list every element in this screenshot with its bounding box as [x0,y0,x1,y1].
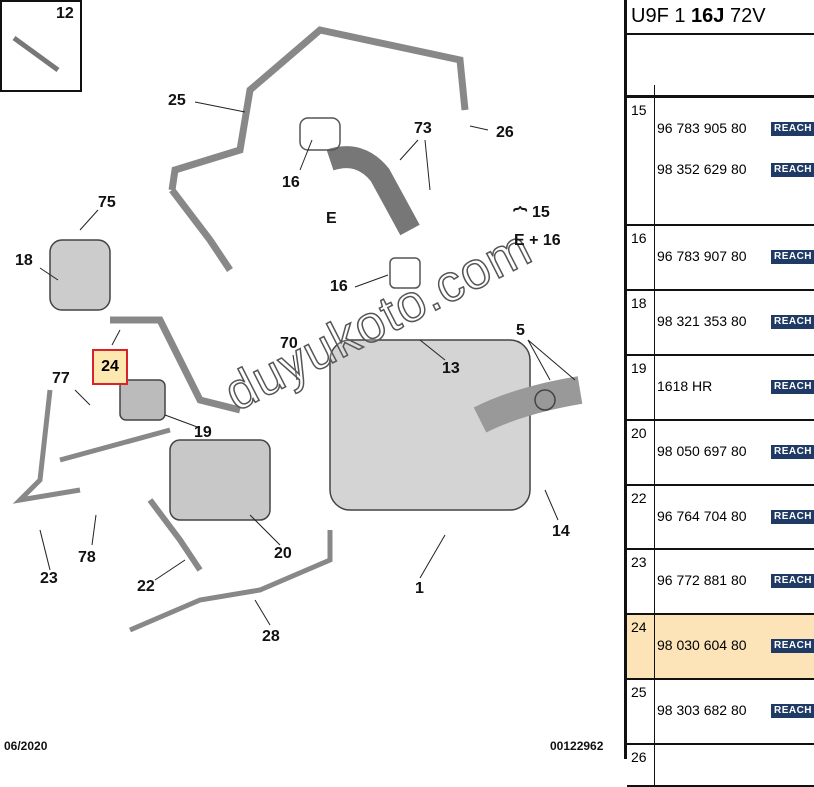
reach-badge: REACH [771,250,814,264]
part-number[interactable]: 98 352 629 80 [657,161,747,177]
callout-e-plus-16: E + 16 [514,232,561,249]
callout-E[interactable]: E [326,210,337,227]
parts-row-22[interactable]: 22 96 764 704 80 REACH [627,486,814,550]
part-number[interactable]: 98 030 604 80 [657,637,747,653]
parts-row-19[interactable]: 19 1618 HR REACH [627,356,814,421]
pipe-22 [147,498,203,572]
item-number: 22 [631,490,647,506]
callout-20[interactable]: 20 [274,545,292,562]
egr-cooler-1 [329,339,531,511]
item-number: 26 [631,749,647,765]
item-number: 18 [631,295,647,311]
item-number: 15 [631,102,647,118]
diagram-date: 06/2020 [4,739,48,753]
callout-25[interactable]: 25 [168,92,186,109]
callout-16[interactable]: 16 [282,174,300,191]
exploded-view-drawing: ⏞ [0,0,583,633]
gasket-16 [299,117,341,151]
reach-badge: REACH [771,380,814,394]
vehicle-code-header: U9F 1 16J 72V [627,0,814,35]
callout-78[interactable]: 78 [78,549,96,566]
parts-row-25[interactable]: 25 98 303 682 80 REACH [627,680,814,745]
parts-row-15[interactable]: 15 96 783 905 80 REACH 98 352 629 80 REACH [627,98,814,226]
callout-26[interactable]: 26 [496,124,514,141]
callout-1[interactable]: 1 [415,580,424,597]
callout-22[interactable]: 22 [137,578,155,595]
callout-70[interactable]: 70 [280,335,298,352]
bolt-box [0,0,82,92]
callout-19[interactable]: 19 [194,424,212,441]
part-number[interactable]: 96 764 704 80 [657,508,747,524]
pipe-23 [12,389,171,504]
header-code-bold: 16J [691,5,725,27]
reach-badge: REACH [771,639,814,653]
diagram-reference: 00122962 [550,739,604,753]
throttle-20 [169,439,271,521]
callout-13[interactable]: 13 [442,360,460,377]
item-number: 23 [631,554,647,570]
parts-diagram: ⏞ duyukoto.com 12 25 16 73 26 15 E + 16 … [0,0,604,753]
callout-14[interactable]: 14 [552,523,570,540]
reach-badge: REACH [771,445,814,459]
bolt-12-icon [12,35,60,73]
callout-28[interactable]: 28 [262,628,280,645]
header-code-part: U9F 1 [631,5,692,27]
callout-24-highlighted[interactable]: 24 [92,349,128,385]
callout-5[interactable]: 5 [516,322,525,339]
parts-row-16[interactable]: 16 96 783 907 80 REACH [627,226,814,291]
part-number[interactable]: 98 303 682 80 [657,702,747,718]
item-number: 24 [631,619,647,635]
pipe-25 [168,26,469,191]
parts-row-26[interactable]: 26 [627,745,814,787]
reach-badge: REACH [771,704,814,718]
part-number[interactable]: 96 783 905 80 [657,120,747,136]
item-number: 19 [631,360,647,376]
pipe-E [326,146,420,236]
reach-badge: REACH [771,122,814,136]
header-code-suffix: 72V [724,5,766,27]
reach-badge: REACH [771,574,814,588]
callout-75[interactable]: 75 [98,194,116,211]
item-number: 16 [631,230,647,246]
clamp-16 [389,257,421,289]
part-number[interactable]: 98 321 353 80 [657,313,747,329]
harness-28 [129,530,333,633]
callout-15[interactable]: 15 [532,204,550,221]
parts-row-18[interactable]: 18 98 321 353 80 REACH [627,291,814,356]
item-number: 20 [631,425,647,441]
callout-73[interactable]: 73 [414,120,432,137]
callout-18[interactable]: 18 [15,252,33,269]
part-number[interactable]: 96 783 907 80 [657,248,747,264]
blank-header-row [627,35,814,98]
callout-12[interactable]: 12 [56,5,74,22]
parts-row-23[interactable]: 23 96 772 881 80 REACH [627,550,814,615]
callout-77[interactable]: 77 [52,370,70,387]
part-number[interactable]: 1618 HR [657,378,713,394]
svg-text:⏞: ⏞ [513,206,528,234]
parts-row-20[interactable]: 20 98 050 697 80 REACH [627,421,814,486]
parts-row-24[interactable]: 24 98 030 604 80 REACH [627,615,814,680]
part-number[interactable]: 96 772 881 80 [657,572,747,588]
part-number[interactable]: 98 050 697 80 [657,443,747,459]
parts-table: U9F 1 16J 72V 15 96 783 905 80 REACH 98 352… [624,0,814,787]
callout-16-lower[interactable]: 16 [330,278,348,295]
reach-badge: REACH [771,510,814,524]
reach-badge: REACH [771,163,814,177]
reach-badge: REACH [771,315,814,329]
seal-5 [534,389,556,411]
outlet-pipe [473,376,583,433]
valve-18 [49,239,111,311]
item-number: 25 [631,684,647,700]
callout-23[interactable]: 23 [40,570,58,587]
sensor-24 [119,379,166,421]
